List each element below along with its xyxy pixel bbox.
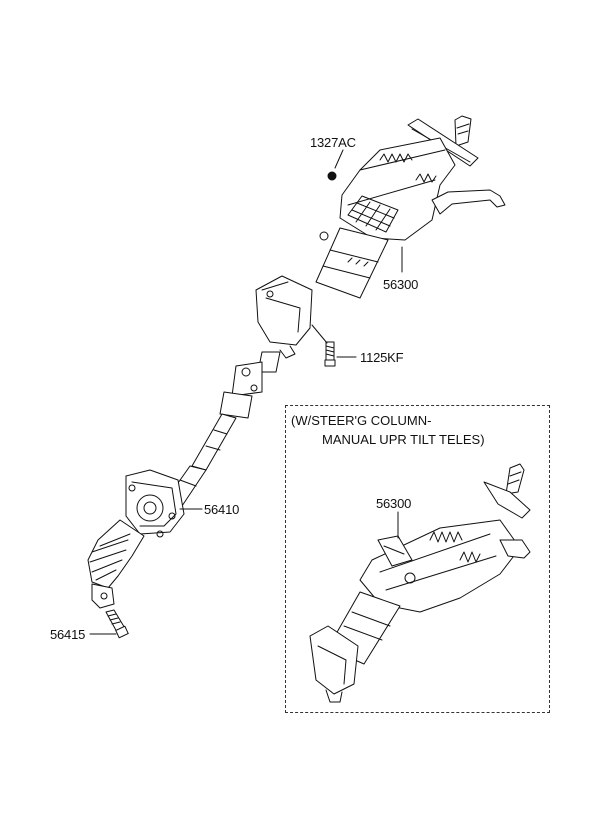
part-label-56300-inset: 56300: [376, 496, 412, 511]
inset-frame: [285, 405, 550, 713]
upper-column-assembly: [315, 115, 506, 299]
part-label-56300-main: 56300: [383, 277, 419, 292]
inset-column-assembly: [309, 463, 531, 703]
part-label-1327ac: 1327AC: [310, 135, 356, 150]
part-label-56410: 56410: [204, 502, 240, 517]
lower-bracket: [255, 275, 313, 359]
boot-flange-56410: [87, 469, 185, 609]
inset-note-line1: (W/STEER'G COLUMN-: [291, 413, 432, 428]
bolt-56415: [105, 609, 129, 639]
part-label-56415: 56415: [50, 627, 86, 642]
part-label-1125kf: 1125KF: [360, 350, 404, 365]
leader-lines: [89, 149, 403, 635]
inset-note-line2: MANUAL UPR TILT TELES): [322, 432, 485, 447]
intermediate-shaft: [165, 351, 281, 507]
bolt-1125kf: [324, 341, 336, 367]
